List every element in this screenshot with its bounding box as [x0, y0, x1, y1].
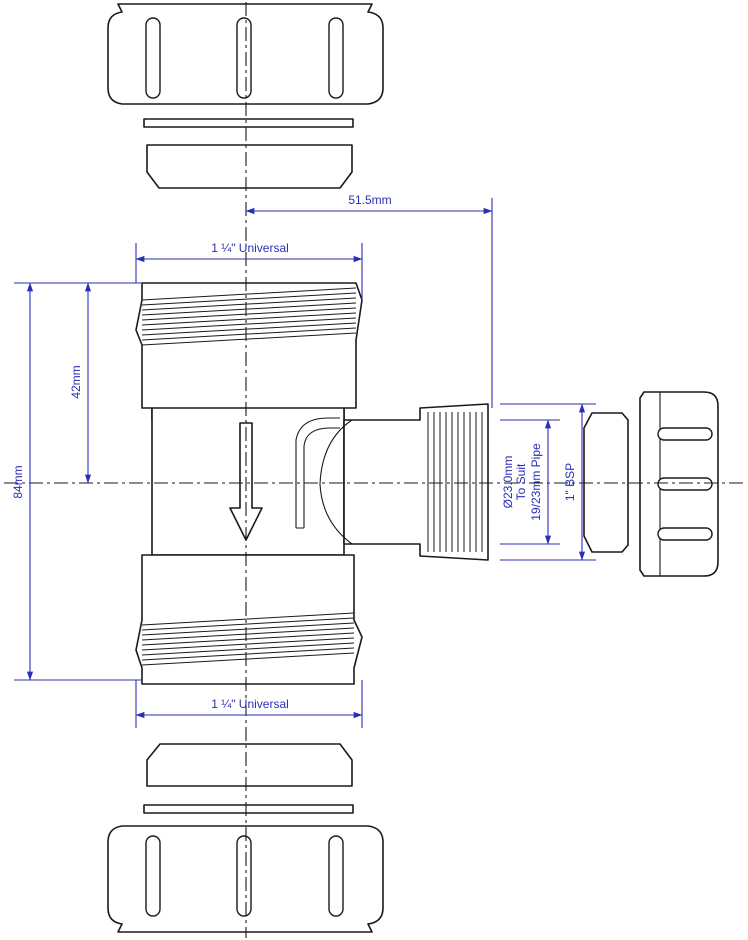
total-height-label: 84mm — [11, 465, 25, 498]
thread-hatching — [141, 287, 357, 346]
half-height-label: 42mm — [69, 365, 83, 398]
thread-hatching — [427, 412, 483, 552]
branch-suit-line2: 19/23mm Pipe — [529, 443, 543, 521]
branch-bore-label: Ø23.0mm — [501, 456, 515, 509]
bottom-washer — [143, 804, 354, 814]
branch-compression-nut — [639, 391, 719, 577]
branch-offset-label: 51.5mm — [348, 193, 391, 207]
tee-body — [135, 282, 489, 685]
top-seal-ring — [146, 144, 353, 189]
bottom-seal-ring — [146, 743, 353, 787]
top-width-label: 1 ¼" Universal — [211, 241, 289, 255]
thread-hatching — [141, 612, 355, 666]
top-washer — [143, 118, 354, 128]
branch-thread-label: 1" BSP — [563, 463, 577, 501]
branch-suit-line1: To Suit — [514, 463, 528, 500]
bottom-width-label: 1 ¼" Universal — [211, 697, 289, 711]
